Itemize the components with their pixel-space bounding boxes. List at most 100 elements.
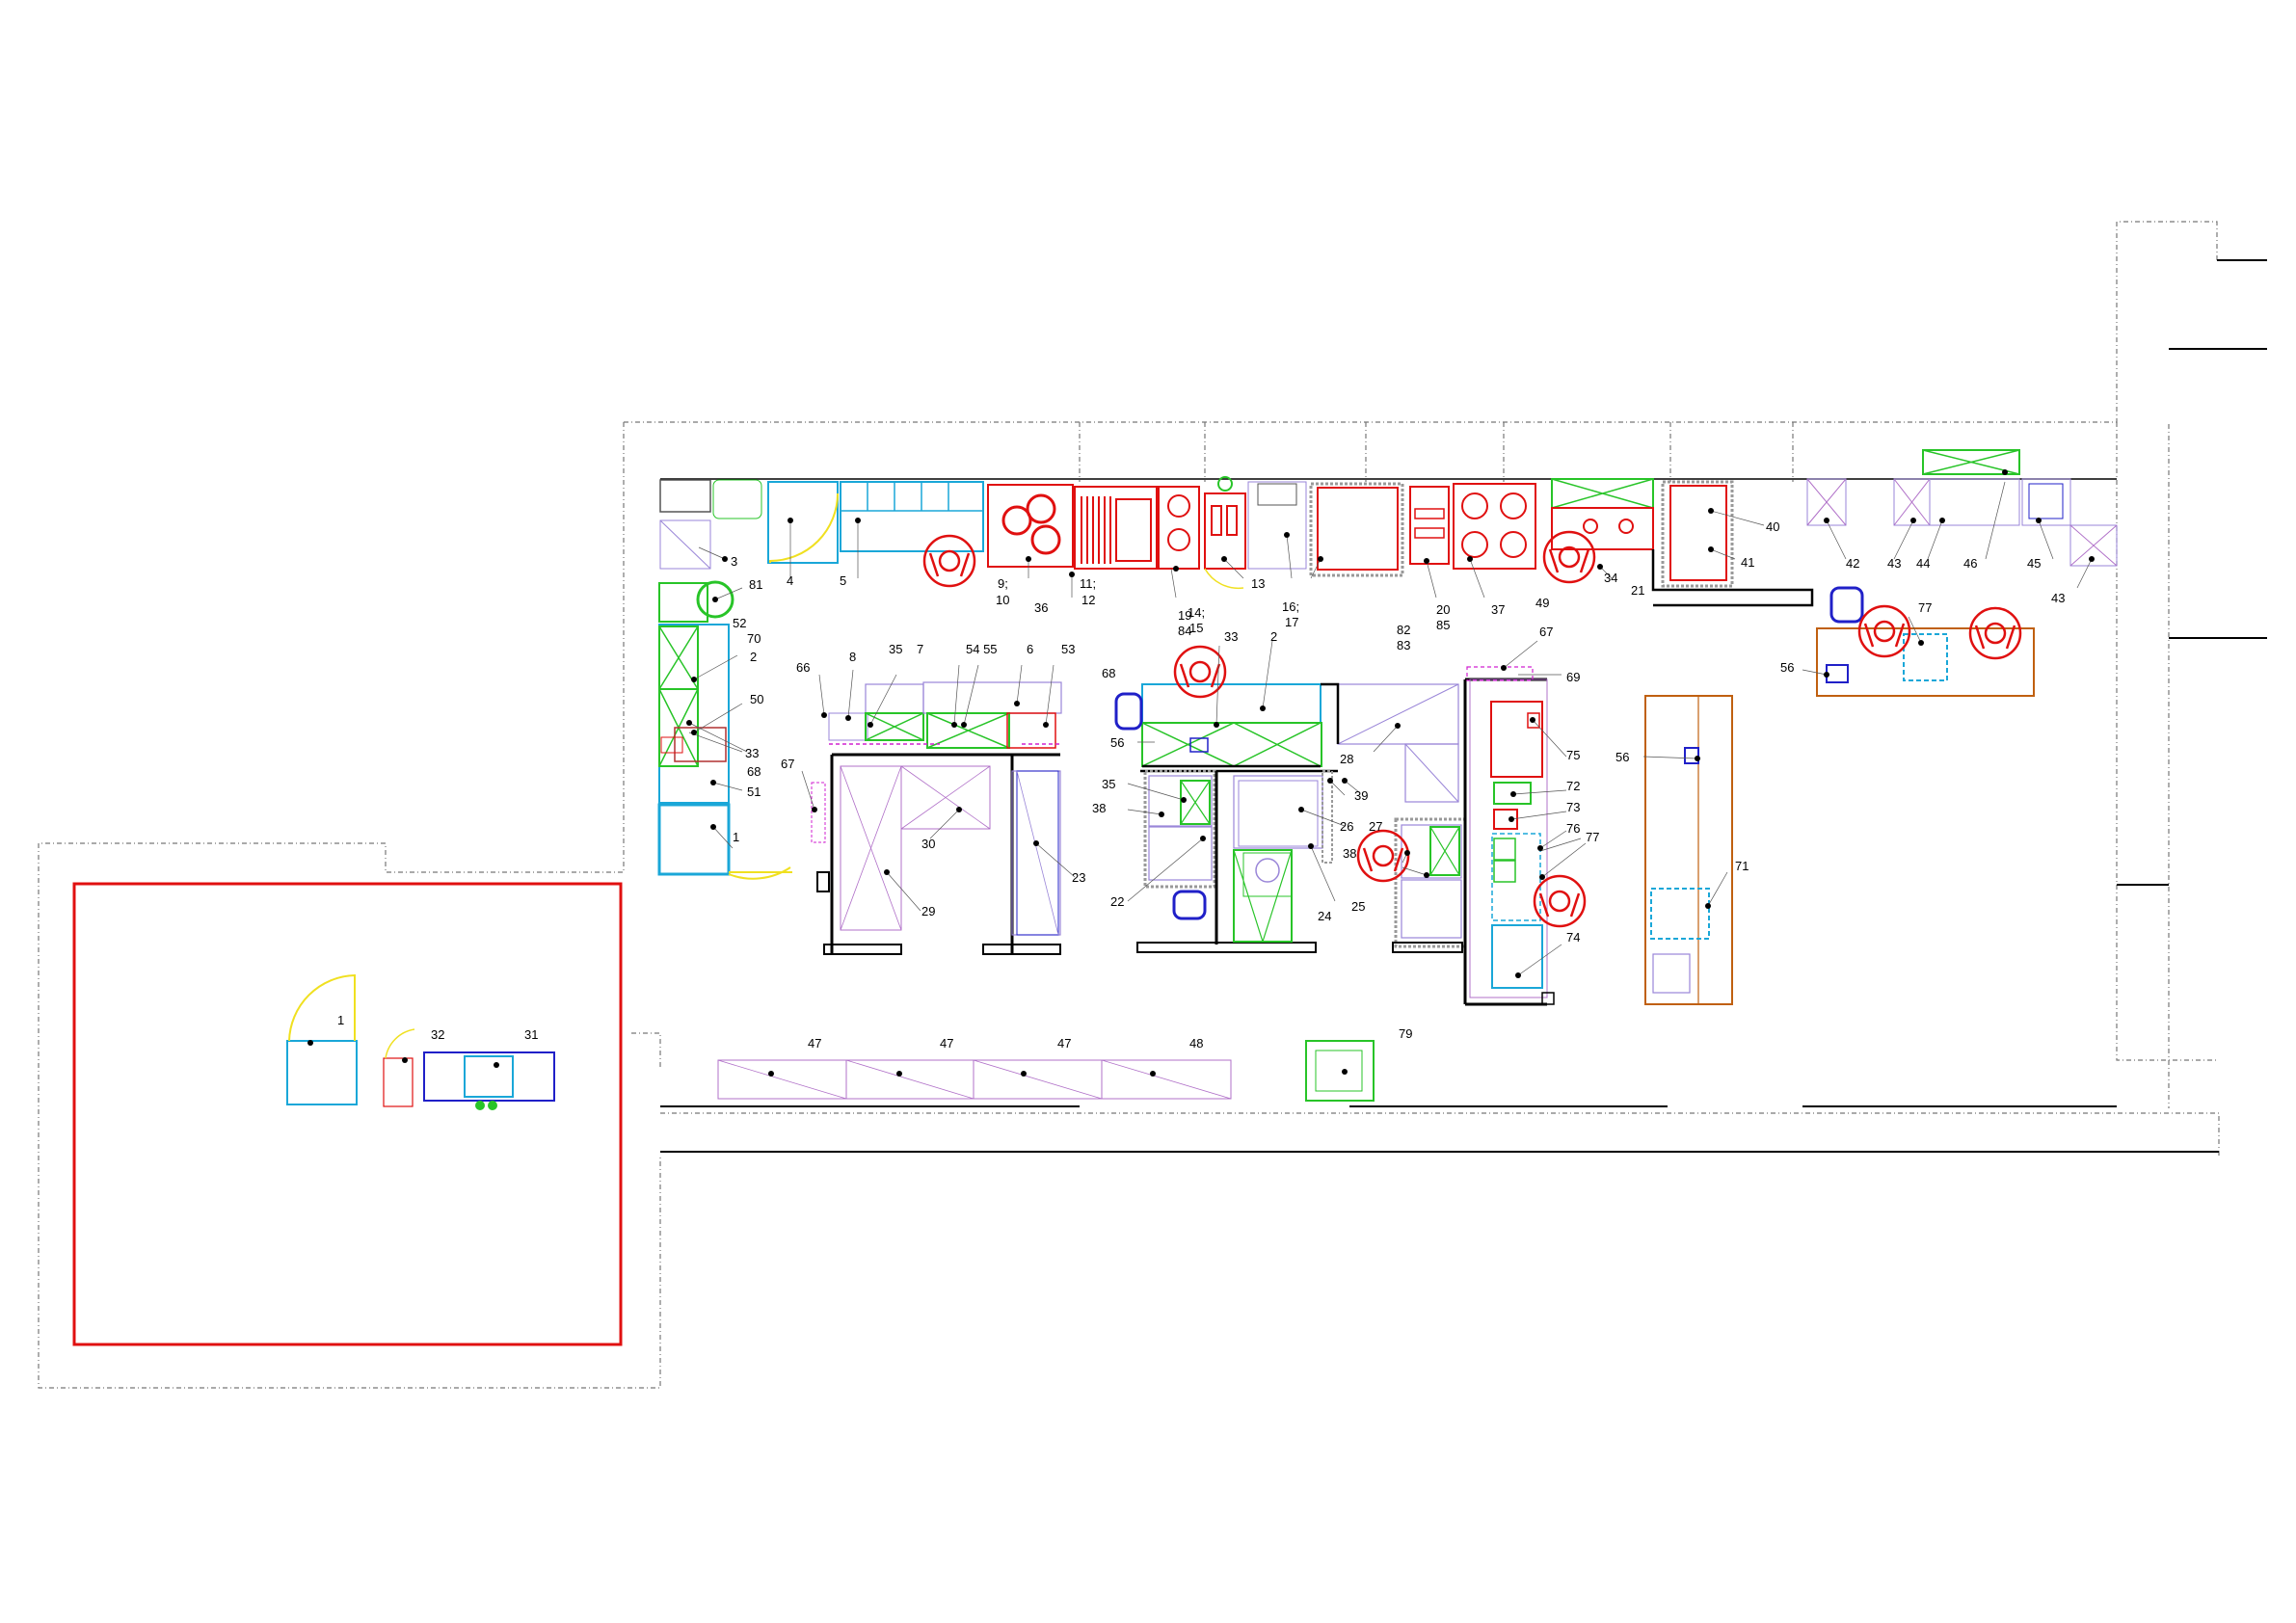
back-counters-42-46 [1806, 449, 2118, 567]
island-1[interactable] [811, 681, 1062, 955]
storage-room-equipment-32[interactable] [383, 1028, 415, 1107]
reference-dot [1939, 518, 1945, 523]
label-46: 46 [1963, 556, 1977, 571]
range-34[interactable] [1551, 478, 1654, 550]
pass-column[interactable] [1463, 666, 1555, 1006]
cold-counter-5[interactable] [840, 481, 984, 552]
reference-dot [1708, 546, 1714, 552]
griddle-11-12[interactable] [1074, 486, 1158, 570]
reference-dot [402, 1057, 408, 1063]
reference-dot [1200, 836, 1206, 841]
hob-19-84[interactable] [1158, 486, 1200, 570]
label-66: 66 [796, 660, 810, 675]
label-5: 5 [840, 573, 846, 588]
label-72: 72 [1566, 779, 1580, 793]
storage-room-fridge-1[interactable] [286, 973, 358, 1105]
left-cold-column[interactable] [657, 580, 792, 880]
label-35-b: 35 [1102, 777, 1115, 791]
hob-20-85[interactable] [1453, 483, 1536, 570]
label-22: 22 [1110, 894, 1124, 909]
reference-dot [1021, 1071, 1027, 1077]
label-82-83-a: 82 [1397, 623, 1410, 637]
reference-dot [1159, 812, 1164, 817]
label-7: 7 [917, 642, 923, 656]
counter-13[interactable] [1247, 481, 1307, 570]
reference-dot [788, 518, 793, 523]
fridge-4[interactable] [767, 481, 839, 564]
label-16-17-b: 17 [1285, 615, 1298, 629]
reference-dot [1424, 558, 1429, 564]
label-52: 52 [733, 616, 746, 630]
label-9-10-a: 9; [998, 576, 1008, 591]
label-68-a: 68 [747, 764, 761, 779]
label-28: 28 [1340, 752, 1353, 766]
label-77-b: 77 [1918, 600, 1932, 615]
reference-dot [1043, 722, 1049, 728]
label-67-b: 67 [1539, 625, 1553, 639]
label-68-b: 68 [1102, 666, 1115, 680]
label-32: 32 [431, 1027, 444, 1042]
label-76: 76 [1566, 821, 1580, 836]
dispatch-table-71[interactable] [1644, 695, 1733, 1005]
reference-dot [691, 677, 697, 682]
label-24: 24 [1318, 909, 1331, 923]
reference-dot [1515, 972, 1521, 978]
reference-dot [1342, 1069, 1348, 1075]
label-50: 50 [750, 692, 763, 706]
label-40: 40 [1766, 519, 1779, 534]
label-6: 6 [1027, 642, 1033, 656]
reference-dot [686, 720, 692, 726]
label-39: 39 [1354, 788, 1368, 803]
label-77-a: 77 [1586, 830, 1599, 844]
label-38-a: 38 [1092, 801, 1106, 815]
reference-dot [1530, 717, 1535, 723]
storage-room [72, 882, 623, 1346]
label-51: 51 [747, 785, 761, 799]
ice-machine-79[interactable] [1305, 1040, 1375, 1102]
pasta-cooker-9-10[interactable] [987, 484, 1074, 568]
bain-marie-82-83[interactable] [1409, 486, 1450, 565]
reference-dot [1026, 556, 1031, 562]
combi-oven-40-41[interactable] [1661, 480, 1734, 588]
label-44: 44 [1916, 556, 1930, 571]
marker-dot [475, 1101, 485, 1110]
storage-room-equipment-31[interactable] [423, 1051, 555, 1110]
label-67-a: 67 [781, 757, 794, 771]
label-19-84-a: 19 [1178, 608, 1191, 623]
label-82-83-b: 83 [1397, 638, 1410, 652]
reference-dot [868, 722, 873, 728]
label-73: 73 [1566, 800, 1580, 814]
oven-16-17[interactable] [1309, 482, 1404, 577]
service-counter-77[interactable] [1816, 586, 2035, 697]
reference-dot [1824, 672, 1829, 678]
label-31: 31 [524, 1027, 538, 1042]
reference-dot [821, 712, 827, 718]
reference-dot [1467, 556, 1473, 562]
label-21: 21 [1631, 583, 1644, 598]
reference-dot [1537, 845, 1543, 851]
reference-dot [884, 869, 890, 875]
reference-dot [722, 556, 728, 562]
island-2[interactable] [1114, 682, 1459, 953]
reference-dot [1221, 556, 1227, 562]
reference-dot [1539, 874, 1545, 880]
label-14-15-a: 14; [1188, 605, 1205, 620]
reference-labels: 3 4 5 9; 10 36 11; 12 19 84 14; 15 13 16… [337, 519, 2065, 1051]
shelving-47-48 [717, 1059, 1232, 1100]
label-45: 45 [2027, 556, 2041, 571]
label-54-55: 54 55 [966, 642, 998, 656]
reference-dot [712, 597, 718, 602]
label-33-a: 33 [745, 746, 759, 760]
label-56-a: 56 [1110, 735, 1124, 750]
reference-dot [1705, 903, 1711, 909]
reference-dot [1404, 850, 1410, 856]
label-43-b: 43 [2051, 591, 2065, 605]
reference-dot [2089, 556, 2095, 562]
label-49: 49 [1535, 596, 1549, 610]
island-3[interactable] [1392, 817, 1467, 953]
label-1-b: 1 [337, 1013, 344, 1027]
label-26: 26 [1340, 819, 1353, 834]
fryer-14-15[interactable] [1204, 476, 1246, 590]
label-41: 41 [1741, 555, 1754, 570]
